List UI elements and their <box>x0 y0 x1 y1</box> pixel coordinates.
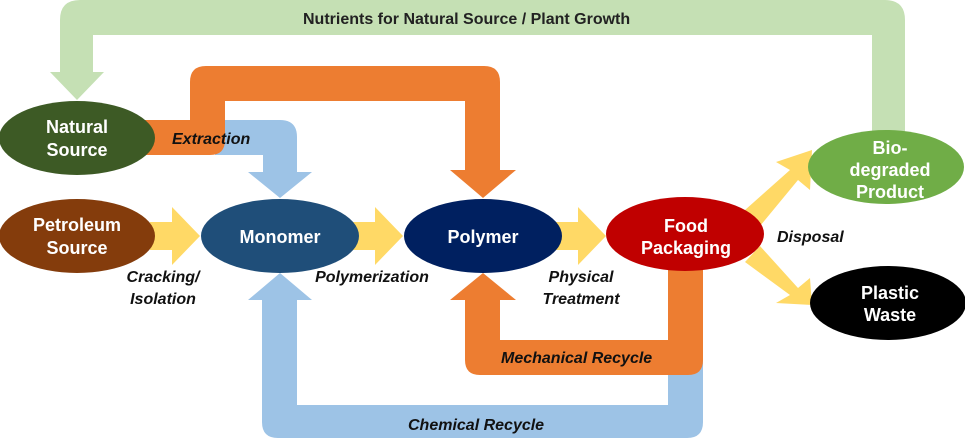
disposal-label: Disposal <box>777 229 844 246</box>
node-petroleum-source-label-2: Source <box>46 238 107 258</box>
nutrients-label: Nutrients for Natural Source / Plant Gro… <box>303 11 630 28</box>
node-food-packaging-label-2: Packaging <box>641 238 731 258</box>
node-natural-source-label-2: Source <box>46 140 107 160</box>
node-biodegraded-label-3: Product <box>856 182 924 202</box>
chemical-recycle-label: Chemical Recycle <box>408 417 544 434</box>
node-plastic-waste-label-1: Plastic <box>861 283 919 303</box>
polymerization-label: Polymerization <box>315 269 429 286</box>
node-monomer-label: Monomer <box>240 227 321 247</box>
disposal-to-waste-arrow <box>745 246 812 305</box>
node-plastic-waste: Plastic Waste <box>810 266 965 340</box>
node-plastic-waste-label-2: Waste <box>864 305 916 325</box>
extraction-label: Extraction <box>172 131 250 148</box>
node-natural-source: Natural Source <box>0 101 155 175</box>
disposal-to-biodegraded-arrow <box>745 150 812 226</box>
cracking-label-1: Cracking/ <box>127 269 201 286</box>
nutrient-loop-arrow <box>50 0 905 140</box>
mechanical-recycle-label: Mechanical Recycle <box>501 350 652 367</box>
chemical-recycle-arrow <box>248 273 703 438</box>
cracking-arrow <box>150 207 200 265</box>
physical-label-1: Physical <box>549 269 614 286</box>
physical-treatment-arrow <box>555 207 606 265</box>
node-biodegraded-label-1: Bio- <box>873 138 908 158</box>
node-food-packaging-label-1: Food <box>664 216 708 236</box>
node-petroleum-source: Petroleum Source <box>0 199 155 273</box>
polymerization-arrow <box>352 207 403 265</box>
node-polymer-label: Polymer <box>447 227 518 247</box>
node-monomer: Monomer <box>201 199 359 273</box>
cracking-label-2: Isolation <box>130 291 196 308</box>
node-polymer: Polymer <box>404 199 562 273</box>
node-petroleum-source-label-1: Petroleum <box>33 215 121 235</box>
mechanical-recycle-arrow <box>450 250 703 375</box>
physical-label-2: Treatment <box>542 291 620 308</box>
extraction-to-monomer-arrow <box>215 120 312 198</box>
node-biodegraded-label-2: degraded <box>849 160 930 180</box>
node-food-packaging: Food Packaging <box>606 197 764 271</box>
extraction-to-polymer-arrow <box>140 66 516 198</box>
node-natural-source-label-1: Natural <box>46 117 108 137</box>
node-biodegraded-product: Bio- degraded Product <box>808 130 964 204</box>
